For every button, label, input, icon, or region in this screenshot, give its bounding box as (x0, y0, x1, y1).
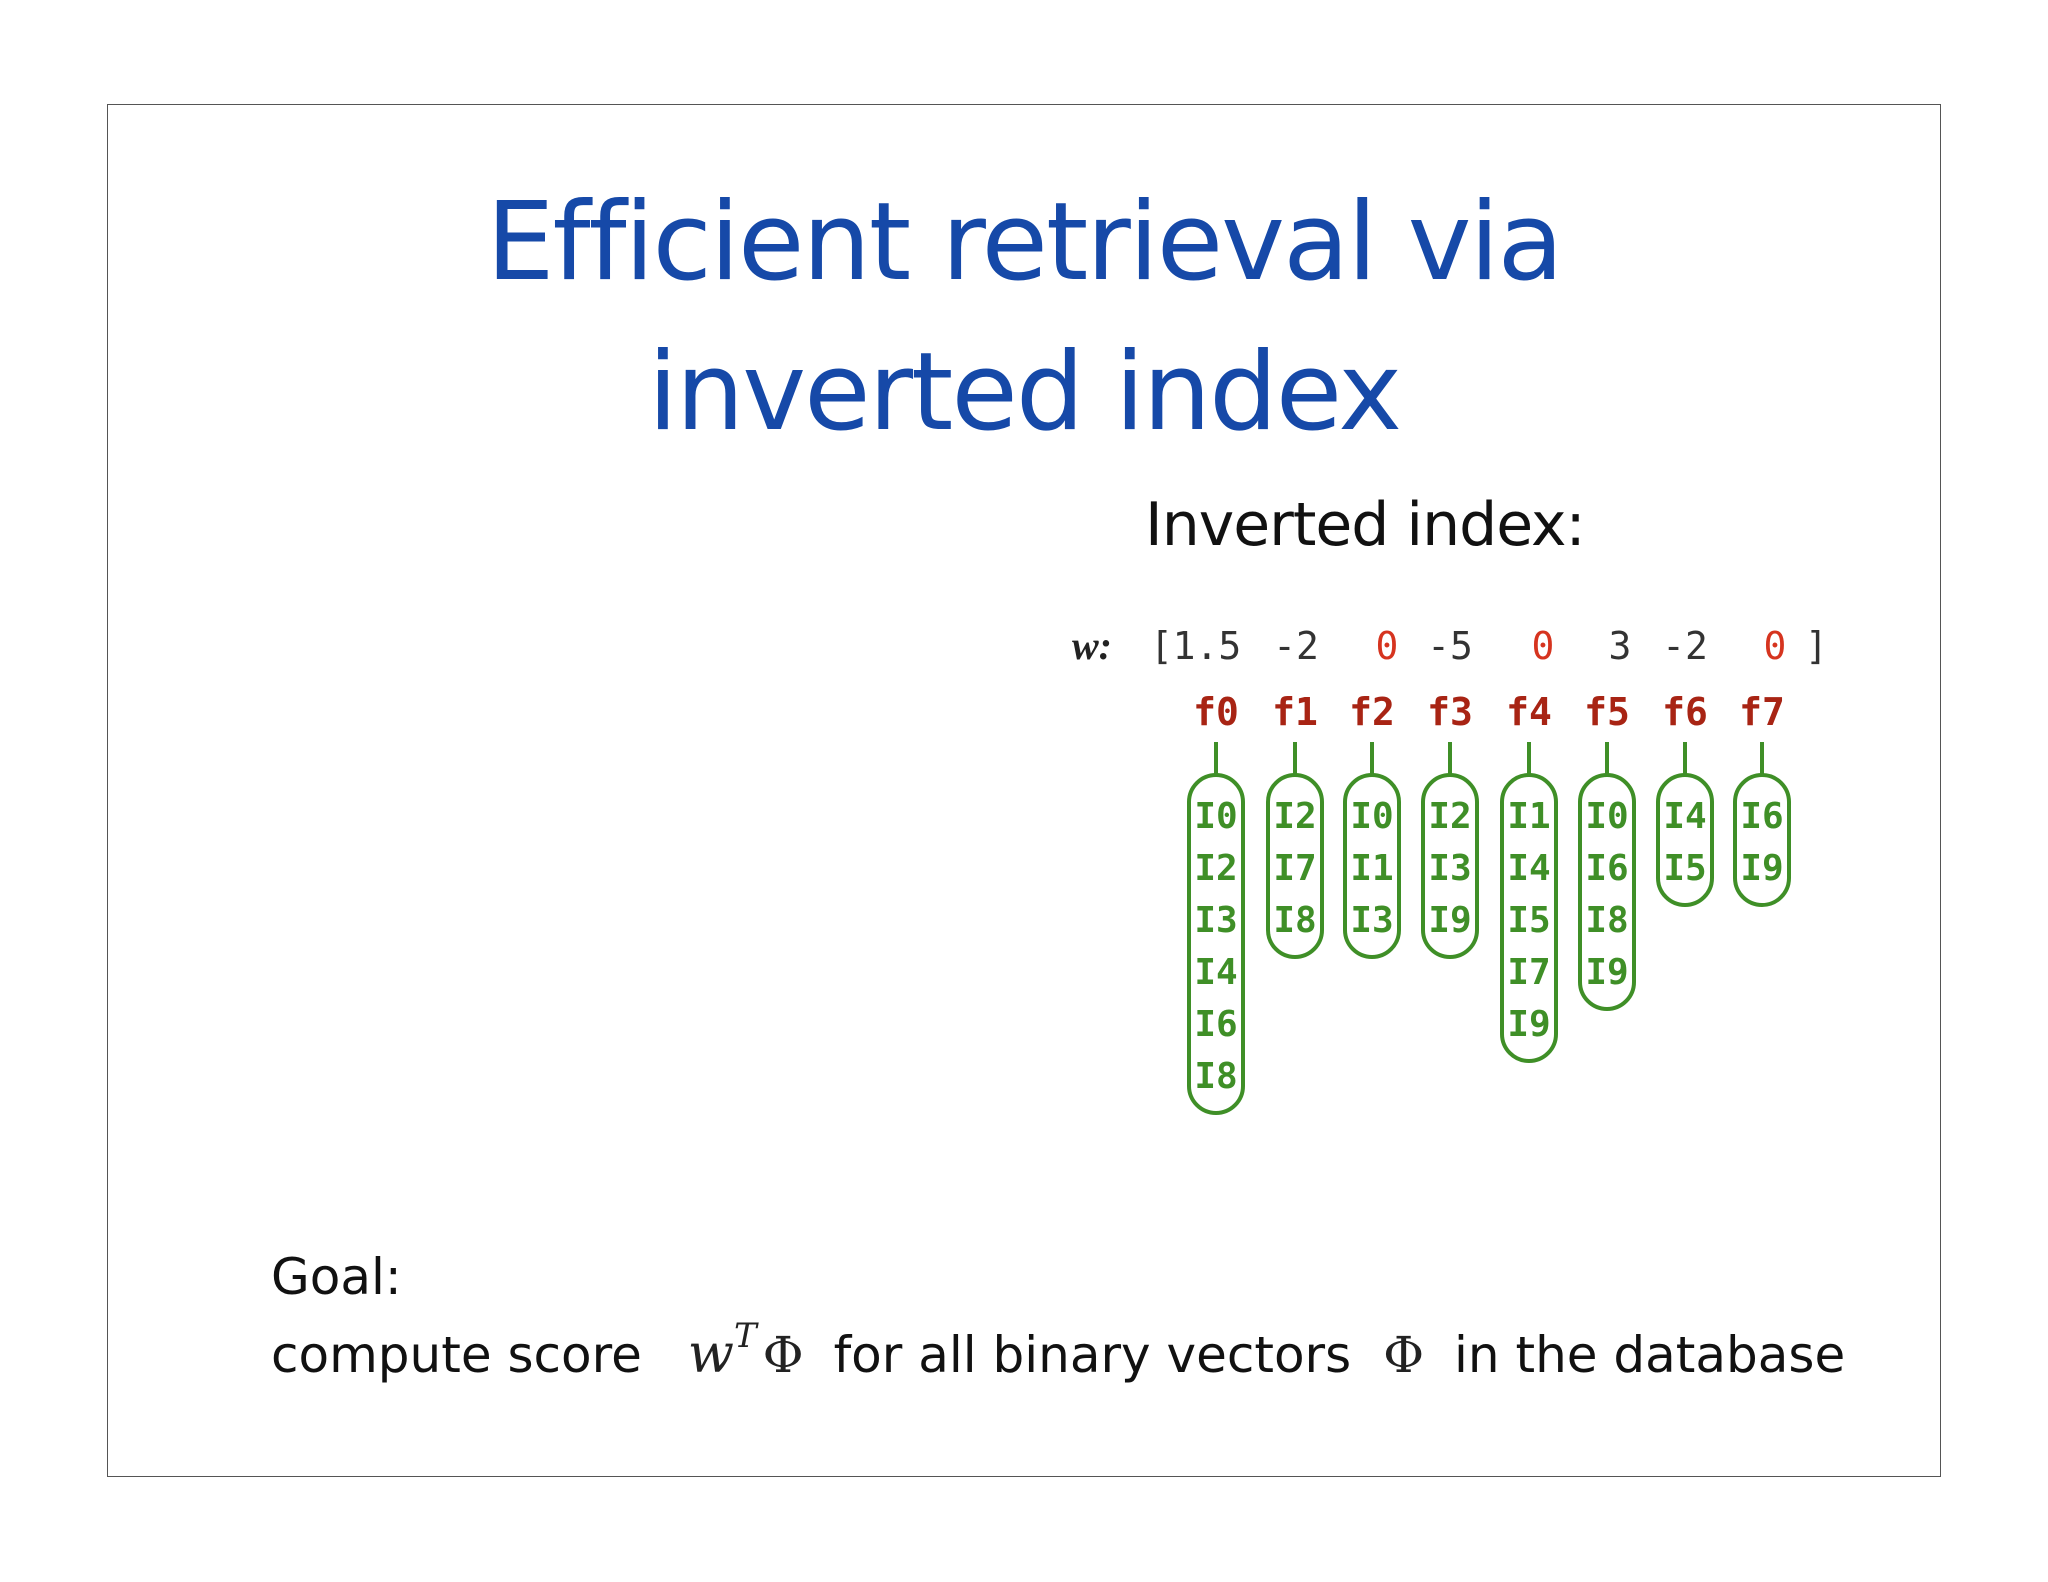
posting-item: I0 (1350, 796, 1394, 837)
posting-item: I3 (1428, 848, 1472, 889)
math-w-transpose: wT (687, 1316, 757, 1385)
posting-item: I4 (1663, 796, 1707, 837)
weights-close-bracket: ] (1805, 624, 1828, 668)
feature-label-f4: f4 (1506, 690, 1552, 734)
weight-value-5: 3 (1608, 624, 1632, 668)
posting-item: I9 (1585, 952, 1629, 993)
posting-connector-f6 (1683, 742, 1687, 775)
feature-label-f5: f5 (1584, 690, 1630, 734)
posting-item: I1 (1350, 848, 1394, 889)
feature-label-f2: f2 (1349, 690, 1395, 734)
posting-item: I0 (1585, 796, 1629, 837)
posting-connector-f7 (1760, 742, 1764, 775)
posting-connector-f2 (1370, 742, 1374, 775)
posting-connector-f3 (1448, 742, 1452, 775)
posting-item: I2 (1194, 848, 1238, 889)
posting-connector-f0 (1214, 742, 1218, 775)
posting-item: I1 (1507, 796, 1551, 837)
posting-item: I9 (1740, 848, 1784, 889)
posting-item: I9 (1507, 1004, 1551, 1045)
posting-item: I3 (1350, 900, 1394, 941)
feature-label-f6: f6 (1662, 690, 1708, 734)
posting-item: I3 (1194, 900, 1238, 941)
posting-item: I6 (1194, 1004, 1238, 1045)
posting-item: I2 (1273, 796, 1317, 837)
posting-item: I4 (1194, 952, 1238, 993)
posting-connector-f4 (1527, 742, 1531, 775)
math-transpose: T (733, 1316, 757, 1356)
goal-text-for-all: for all binary vectors (833, 1326, 1352, 1384)
weight-value-6: -2 (1662, 624, 1708, 668)
posting-item: I4 (1507, 848, 1551, 889)
weight-value-1: -2 (1273, 624, 1319, 668)
slide-frame (107, 104, 1941, 1477)
feature-label-f7: f7 (1739, 690, 1785, 734)
posting-connector-f1 (1293, 742, 1297, 775)
feature-label-f0: f0 (1193, 690, 1239, 734)
goal-label: Goal: (271, 1248, 402, 1306)
slide-title-line-1: Efficient retrieval via (486, 180, 1563, 305)
posting-item: I2 (1428, 796, 1472, 837)
posting-item: I8 (1585, 900, 1629, 941)
feature-label-f1: f1 (1272, 690, 1318, 734)
inverted-index-heading: Inverted index: (1145, 490, 1586, 560)
weight-value-2: 0 (1375, 624, 1399, 668)
posting-item: I6 (1585, 848, 1629, 889)
posting-item: I5 (1663, 848, 1707, 889)
posting-item: I9 (1428, 900, 1472, 941)
slide-title-line-2: inverted index (647, 330, 1402, 455)
posting-item: I8 (1273, 900, 1317, 941)
weight-value-4: 0 (1531, 624, 1555, 668)
math-w: w (687, 1322, 734, 1385)
posting-item: I5 (1507, 900, 1551, 941)
weights-open-bracket: [ (1150, 624, 1173, 668)
math-phi-2: Φ (1383, 1326, 1425, 1384)
feature-label-f3: f3 (1427, 690, 1473, 734)
posting-item: I7 (1507, 952, 1551, 993)
weight-value-7: 0 (1763, 624, 1787, 668)
posting-item: I8 (1194, 1056, 1238, 1097)
posting-connector-f5 (1605, 742, 1609, 775)
goal-text-database: in the database (1453, 1326, 1846, 1384)
weight-value-0: 1.5 (1172, 624, 1242, 668)
weight-value-3: -5 (1427, 624, 1473, 668)
goal-text-compute: compute score (271, 1326, 642, 1384)
posting-item: I6 (1740, 796, 1784, 837)
math-phi: Φ (762, 1326, 804, 1384)
posting-item: I0 (1194, 796, 1238, 837)
weights-label: w: (1072, 623, 1112, 668)
posting-item: I7 (1273, 848, 1317, 889)
